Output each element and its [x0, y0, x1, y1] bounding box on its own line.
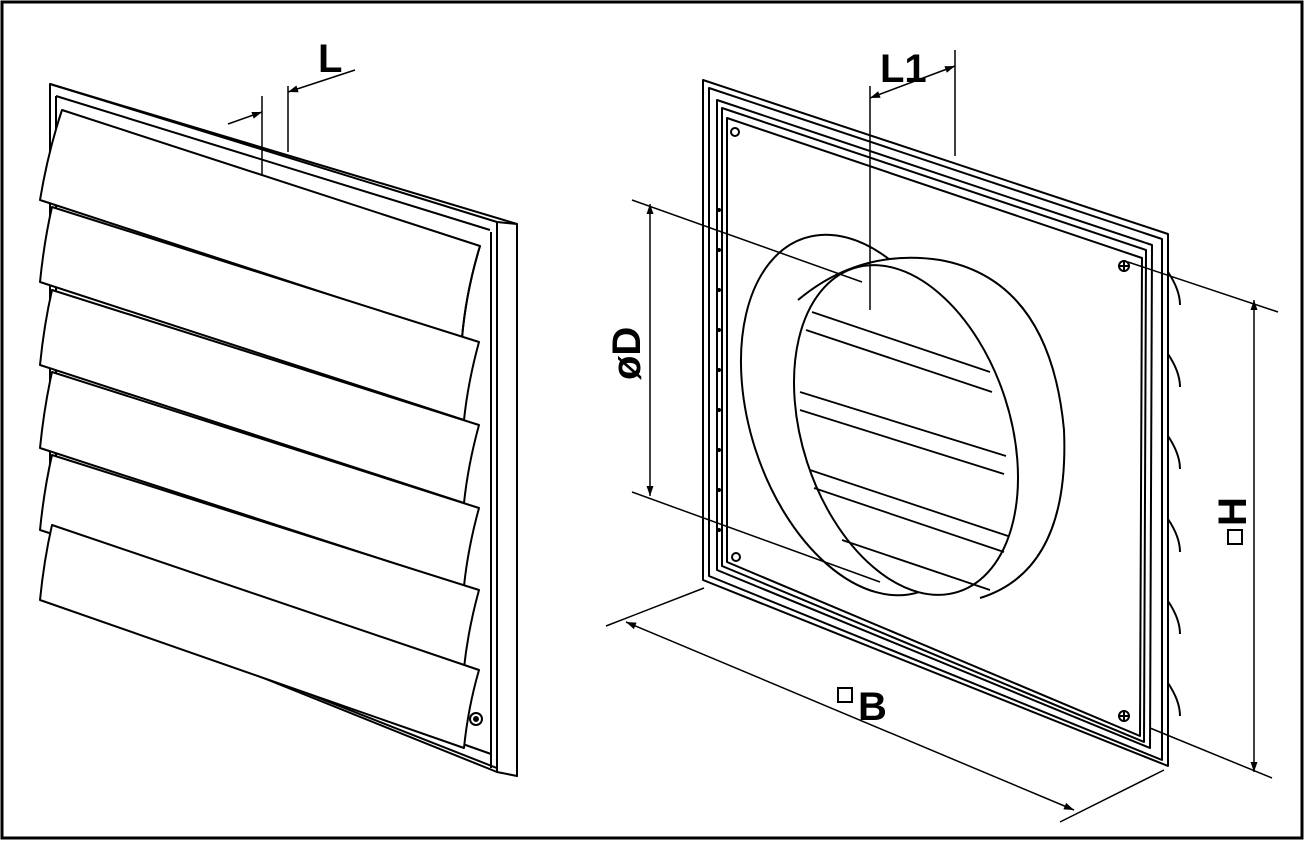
square-symbol-icon: [837, 687, 853, 703]
frame-rivets: [717, 208, 721, 532]
dimension-arrow: [869, 65, 956, 99]
dimension-arrow: [227, 111, 263, 125]
square-symbol-icon: [1227, 529, 1243, 545]
left-frame-side: [496, 221, 518, 777]
corner-screw: [730, 127, 740, 137]
label-diameter: øD: [605, 327, 649, 380]
left-grille: [39, 83, 518, 777]
louvre-slat: [39, 524, 480, 749]
spigot-louvre-lines: [799, 311, 1009, 591]
corner-screw: [731, 552, 741, 562]
dimension-arrow: [287, 69, 356, 93]
hinge-tabs: [1167, 271, 1181, 717]
extension-line: [605, 587, 705, 627]
dimension-l: [227, 69, 356, 176]
dimension-width: [605, 587, 1165, 823]
extension-line: [631, 491, 881, 583]
dimension-arrow: [625, 621, 1075, 811]
label-l1: L1: [880, 47, 927, 91]
right-grille: [702, 79, 1181, 767]
label-width: B: [858, 685, 887, 729]
extension-line: [631, 199, 863, 283]
label-height: H: [1211, 497, 1255, 526]
extension-line: [1059, 769, 1165, 823]
dimension-diameter: [631, 199, 881, 583]
label-l: L: [318, 37, 342, 81]
dimension-height: [1127, 261, 1279, 779]
dimension-l1: [869, 50, 956, 310]
spigot-inner-opening: [793, 264, 1019, 596]
